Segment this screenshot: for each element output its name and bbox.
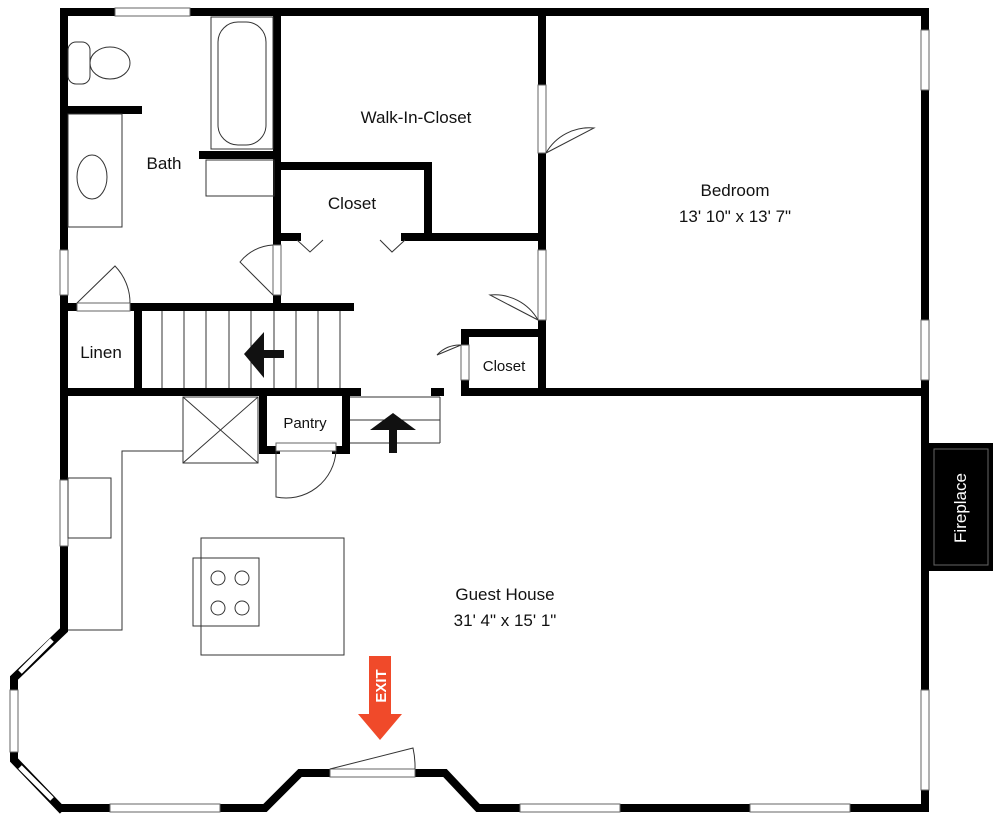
doors bbox=[76, 84, 596, 778]
stair-arrow-left-icon bbox=[244, 332, 284, 378]
room-label-closet-upper: Closet bbox=[328, 194, 376, 213]
stairs bbox=[161, 311, 441, 453]
windows bbox=[9, 7, 930, 813]
room-label-pantry: Pantry bbox=[283, 415, 327, 432]
stair-arrow-up-icon bbox=[370, 413, 416, 453]
fireplace-label: Fireplace bbox=[951, 473, 970, 543]
walls bbox=[10, 8, 929, 814]
room-label-bath: Bath bbox=[147, 154, 182, 173]
sink-icon bbox=[76, 154, 108, 200]
room-label-linen: Linen bbox=[80, 343, 122, 362]
fireplace: Fireplace bbox=[929, 443, 993, 571]
room-label-guest-house: Guest House bbox=[455, 585, 554, 604]
room-label-bedroom: Bedroom bbox=[701, 181, 770, 200]
exit-label: EXIT bbox=[373, 669, 390, 702]
fixtures bbox=[67, 16, 441, 656]
room-size-guest-house: 31' 4" x 15' 1" bbox=[454, 611, 557, 630]
room-size-bedroom: 13' 10" x 13' 7" bbox=[679, 207, 791, 226]
room-label-walk-in-closet: Walk-In-Closet bbox=[361, 108, 472, 127]
room-label-closet-lower: Closet bbox=[483, 358, 526, 375]
toilet-icon bbox=[67, 41, 91, 85]
stove-icon bbox=[192, 557, 260, 627]
exit-arrow: EXIT bbox=[358, 656, 402, 740]
